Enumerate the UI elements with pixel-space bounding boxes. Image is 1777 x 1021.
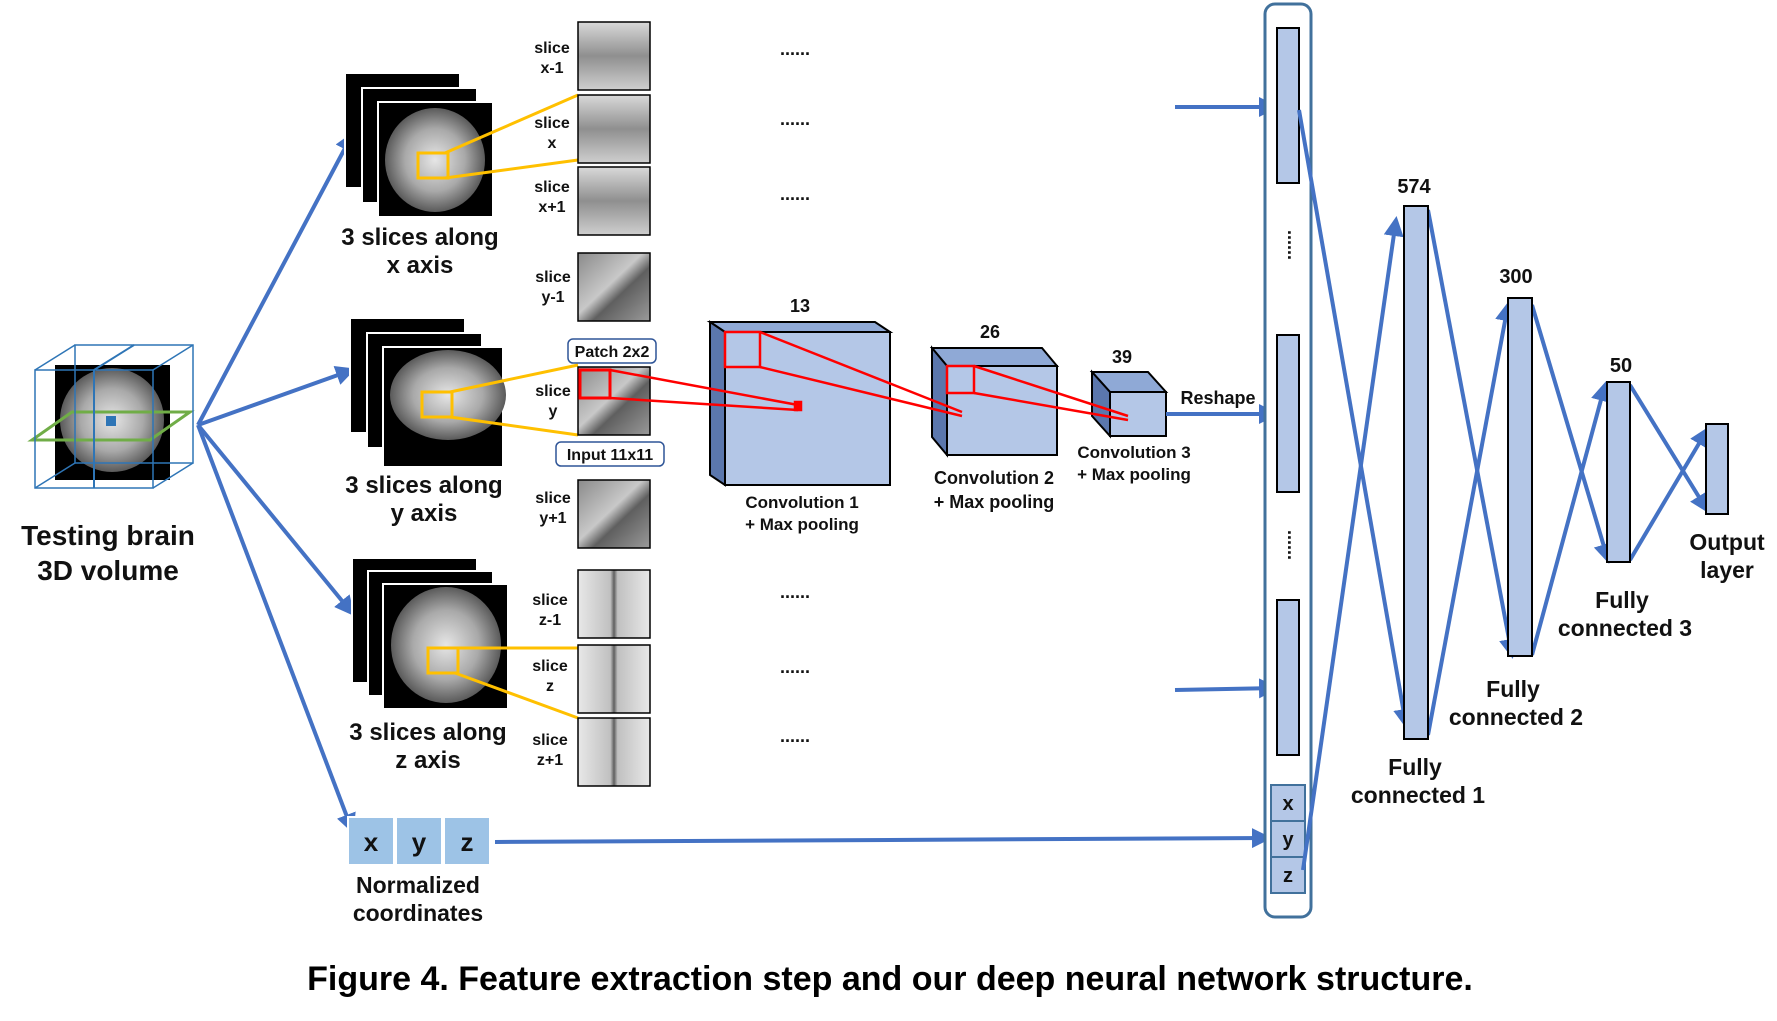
coord-x: x xyxy=(364,827,379,857)
slice-label-x-a: slice xyxy=(534,115,570,132)
projection-lines xyxy=(609,330,1129,422)
conv3-cube xyxy=(1089,369,1169,439)
ellipsis-z: ...... xyxy=(780,657,810,677)
vector-coord-y: y xyxy=(1282,829,1294,851)
fc1-layer xyxy=(1403,205,1429,740)
ellipsis-z+1: ...... xyxy=(780,726,810,746)
fc2-label-1: Fully xyxy=(1486,676,1540,702)
fc2-label-2: connected 2 xyxy=(1449,704,1583,730)
fc2-size: 300 xyxy=(1499,266,1532,288)
slice-patch-x-1 xyxy=(577,21,651,91)
slice-stack-x xyxy=(344,72,494,218)
patch-label-box: Patch 2x2 xyxy=(567,338,657,364)
input-label-box: Input 11x11 xyxy=(555,441,665,467)
slice-label-y-1-a: slice xyxy=(535,269,571,286)
slice-label-z-1-b: z-1 xyxy=(539,612,561,629)
vector-coord-x: x xyxy=(1282,793,1293,815)
coord-z: z xyxy=(461,827,474,857)
zoom-lines xyxy=(444,93,579,720)
group-x-label-2: x axis xyxy=(387,252,454,279)
coords-box xyxy=(347,816,491,866)
group-z-label-2: z axis xyxy=(395,747,460,774)
reshape-label: Reshape xyxy=(1180,388,1255,408)
slice-patch-x xyxy=(577,94,651,164)
slice-label-x-b: x xyxy=(548,135,557,152)
ellipsis-x-1: ...... xyxy=(780,39,810,59)
coord-y: y xyxy=(412,827,427,857)
patch-label: Patch 2x2 xyxy=(575,344,650,361)
feature-vector xyxy=(1263,2,1313,919)
slice-label-z-1-a: slice xyxy=(532,592,568,609)
group-y-label-1: 3 slices along xyxy=(345,472,502,499)
slice-label-y-a: slice xyxy=(535,383,571,400)
brain-volume-icon xyxy=(27,344,195,489)
vector-coord-z: z xyxy=(1283,865,1293,887)
conv1-label-2: + Max pooling xyxy=(745,515,859,534)
conv1-size: 13 xyxy=(790,296,810,316)
feature-arrow-z xyxy=(1174,678,1279,699)
fc1-label-2: connected 1 xyxy=(1351,782,1485,808)
conv3-label-2: + Max pooling xyxy=(1077,465,1191,484)
slice-patch-x+1 xyxy=(577,166,651,236)
slice-patch-y-1 xyxy=(577,252,651,322)
conv2-label-1: Convolution 2 xyxy=(934,468,1054,488)
group-z-label-1: 3 slices along xyxy=(349,719,506,746)
ellipsis-x+1: ...... xyxy=(780,184,810,204)
slice-label-y-b: y xyxy=(549,403,558,420)
coords-arrow xyxy=(494,828,1272,849)
slice-patch-z-1 xyxy=(577,569,651,639)
conv2-size: 26 xyxy=(980,322,1000,342)
fc3-label-2: connected 3 xyxy=(1558,615,1692,641)
slice-patch-z xyxy=(577,644,651,714)
ellipsis-z-1: ...... xyxy=(780,582,810,602)
fc1-label-1: Fully xyxy=(1388,754,1442,780)
slice-stack-z xyxy=(351,557,509,710)
slice-patch-z+1 xyxy=(577,717,651,787)
coords-label-1: Normalized xyxy=(356,872,480,898)
slice-patch-y+1 xyxy=(577,479,651,549)
input-label: Input 11x11 xyxy=(567,447,653,464)
conv2-cube xyxy=(929,345,1060,458)
slice-label-z-a: slice xyxy=(532,658,568,675)
conv3-size: 39 xyxy=(1112,347,1132,367)
slice-label-x-1-a: slice xyxy=(534,40,570,57)
slice-label-z+1-b: z+1 xyxy=(537,752,563,769)
input-volume-label-1: Testing brain xyxy=(21,520,195,551)
figure-caption: Figure 4. Feature extraction step and ou… xyxy=(307,960,1473,998)
fc3-label-1: Fully xyxy=(1595,587,1649,613)
fc3-layer xyxy=(1606,381,1631,563)
slice-label-x+1-b: x+1 xyxy=(538,199,565,216)
ellipsis-x: ...... xyxy=(780,109,810,129)
slice-label-z+1-a: slice xyxy=(532,732,568,749)
output-label-2: layer xyxy=(1700,557,1754,583)
slice-patch-y xyxy=(577,366,651,436)
output-label-1: Output xyxy=(1689,529,1765,555)
vector-ellipsis-2: ...... xyxy=(1284,530,1304,560)
conv1-cube xyxy=(706,320,894,487)
conv1-label-1: Convolution 1 xyxy=(745,493,858,512)
vector-ellipsis-1: ...... xyxy=(1284,230,1304,260)
group-x-label-1: 3 slices along xyxy=(341,224,498,251)
conv3-label-1: Convolution 3 xyxy=(1077,443,1190,462)
fc1-size: 574 xyxy=(1397,176,1431,198)
slice-label-x+1-a: slice xyxy=(534,179,570,196)
output-layer xyxy=(1705,423,1729,515)
slice-stack-y xyxy=(349,317,506,468)
slice-label-y+1-b: y+1 xyxy=(539,510,566,527)
input-volume-label-2: 3D volume xyxy=(37,555,179,586)
fc3-size: 50 xyxy=(1610,355,1632,377)
slice-label-y-1-b: y-1 xyxy=(541,289,564,306)
slice-label-y+1-a: slice xyxy=(535,490,571,507)
slice-label-z-b: z xyxy=(546,678,554,695)
group-y-label-2: y axis xyxy=(391,500,458,527)
coords-label-2: coordinates xyxy=(353,900,483,926)
fc-connections xyxy=(1297,109,1710,871)
fanout-arrows xyxy=(196,131,356,834)
conv2-label-2: + Max pooling xyxy=(934,492,1055,512)
fc2-layer xyxy=(1507,297,1533,657)
slice-label-x-1-b: x-1 xyxy=(540,60,563,77)
